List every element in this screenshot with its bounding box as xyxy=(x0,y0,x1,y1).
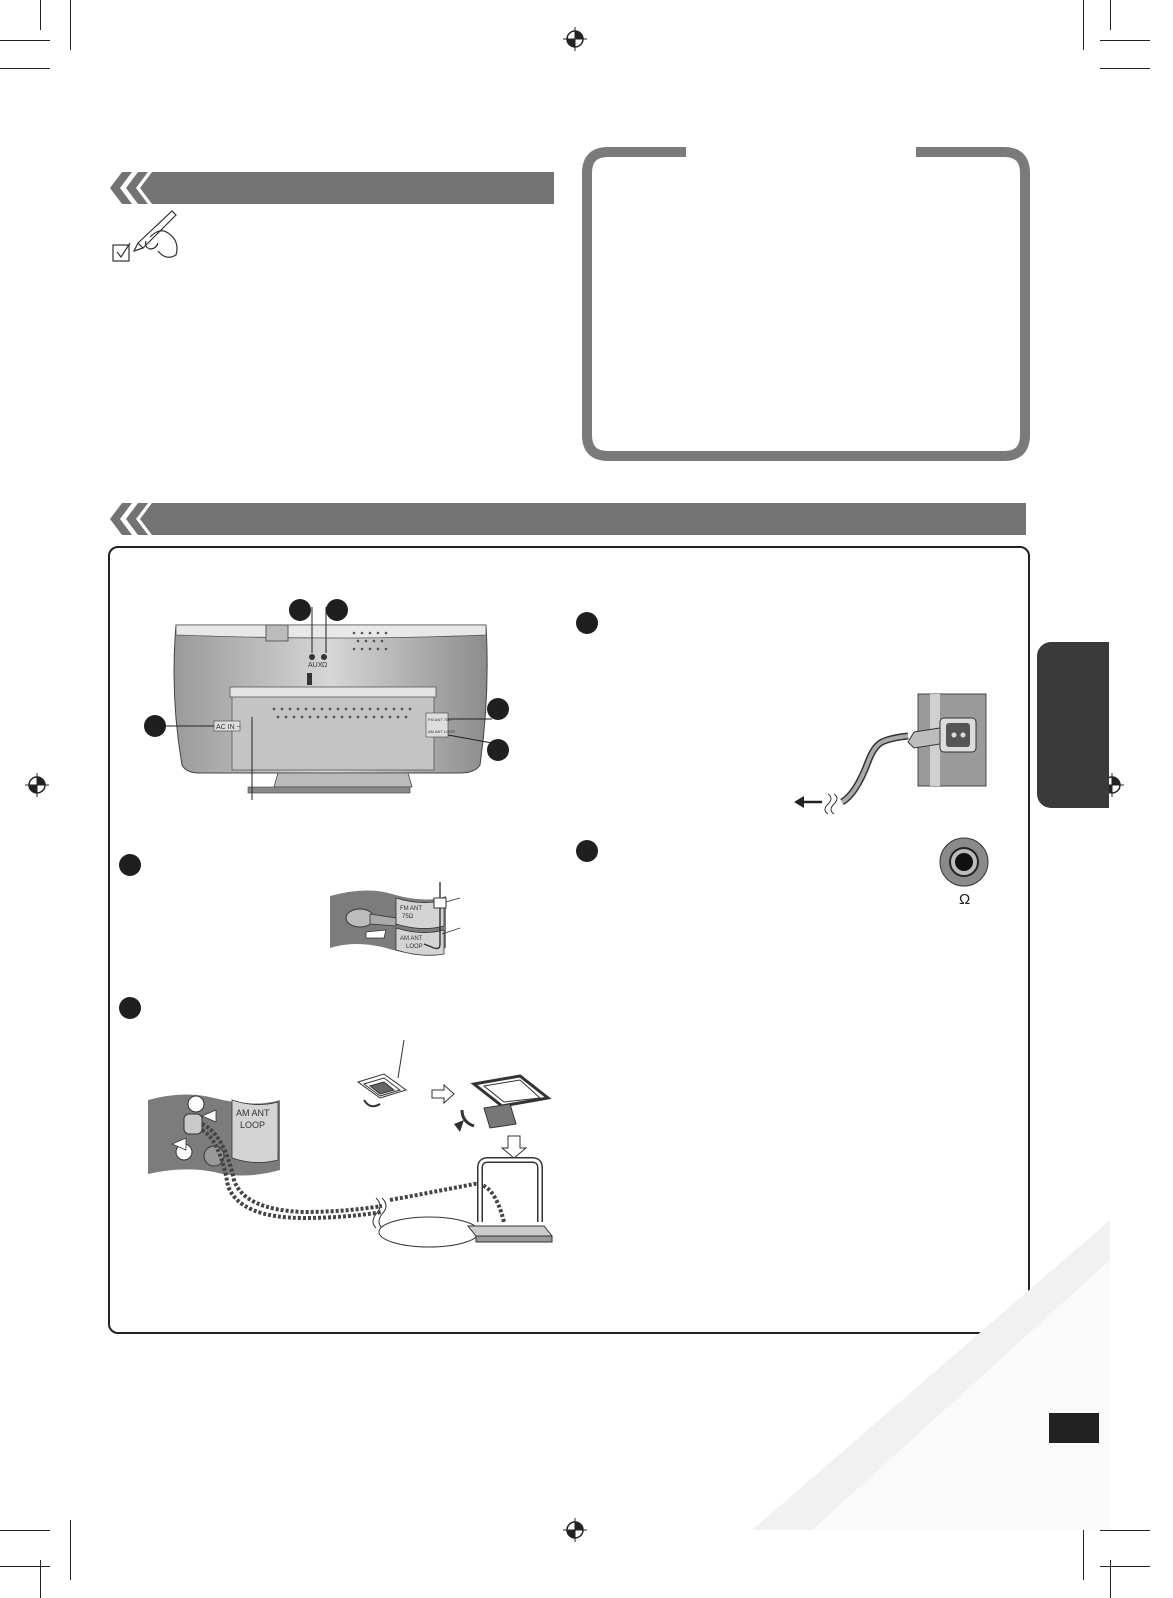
callout-marker xyxy=(576,840,598,862)
section-header-band xyxy=(108,503,1026,535)
crop-mark xyxy=(40,0,41,30)
checklist-pen-icon xyxy=(112,210,178,262)
registration-mark-icon xyxy=(25,773,49,797)
callout-marker xyxy=(487,698,509,720)
crop-mark xyxy=(0,1566,50,1567)
crop-mark xyxy=(0,40,50,41)
fm-antenna-illustration: FM ANT 75Ω AM ANT LOOP xyxy=(330,882,461,956)
headphone-symbol: Ω xyxy=(959,891,970,908)
hollow-arrow-icon xyxy=(431,1083,455,1105)
crop-mark xyxy=(1110,0,1111,30)
rear-port-labels: AUX Ω AC IN ~ FM ANT 75Ω AM ANT LOOP xyxy=(216,662,455,734)
crop-mark xyxy=(1110,1560,1111,1598)
crop-mark xyxy=(1100,1566,1150,1567)
headphone-jack-label: Ω xyxy=(322,662,327,669)
aux-jack-label: AUX xyxy=(308,662,323,669)
am-port-label: AM ANT xyxy=(400,936,423,942)
fm-port-label: FM ANT xyxy=(400,906,422,912)
crop-mark xyxy=(70,1520,71,1580)
note-frame xyxy=(582,147,1030,461)
section-header-band xyxy=(108,172,554,204)
chevron-icon xyxy=(108,172,156,204)
crop-mark xyxy=(1083,1520,1084,1580)
am-antenna-illustration: AM ANT LOOP xyxy=(148,1040,554,1248)
ac-inlet-label: AC IN ~ xyxy=(216,724,241,731)
page-number-box xyxy=(1049,1413,1099,1443)
registration-mark-icon xyxy=(563,1518,587,1542)
callout-marker xyxy=(119,854,141,876)
fm-port-sub-label: 75Ω xyxy=(402,914,414,920)
crop-mark xyxy=(1083,0,1084,50)
crop-mark xyxy=(40,1560,41,1598)
crop-mark xyxy=(1100,40,1150,41)
callout-marker xyxy=(326,599,348,621)
am-port-sub-label: LOOP xyxy=(406,944,423,950)
crop-mark xyxy=(1100,68,1150,69)
side-tab xyxy=(1037,642,1109,808)
crop-mark xyxy=(70,0,71,50)
callout-marker xyxy=(289,599,311,621)
corner-decoration xyxy=(752,1220,1110,1530)
connections-frame xyxy=(108,546,1030,1334)
headphone-jack-illustration: Ω xyxy=(939,837,989,908)
callout-marker xyxy=(144,715,166,737)
am-port-label: AM ANT xyxy=(236,1108,270,1118)
unit-rear-panel xyxy=(166,607,493,800)
arrow-left-icon xyxy=(794,796,822,808)
callout-marker xyxy=(119,997,141,1019)
fm-port-label: FM ANT 75Ω xyxy=(428,717,451,722)
am-port-label: AM ANT LOOP xyxy=(428,729,455,734)
crop-mark xyxy=(1100,1530,1150,1531)
ac-outlet-illustration xyxy=(794,693,987,815)
chevron-icon xyxy=(108,503,156,535)
callout-marker xyxy=(576,612,598,634)
am-port-sub-label: LOOP xyxy=(240,1120,265,1130)
crop-mark xyxy=(0,68,50,69)
hollow-arrow-icon xyxy=(500,1135,528,1159)
registration-mark-icon xyxy=(563,27,587,51)
callout-marker xyxy=(487,739,509,761)
crop-mark xyxy=(0,1530,50,1531)
